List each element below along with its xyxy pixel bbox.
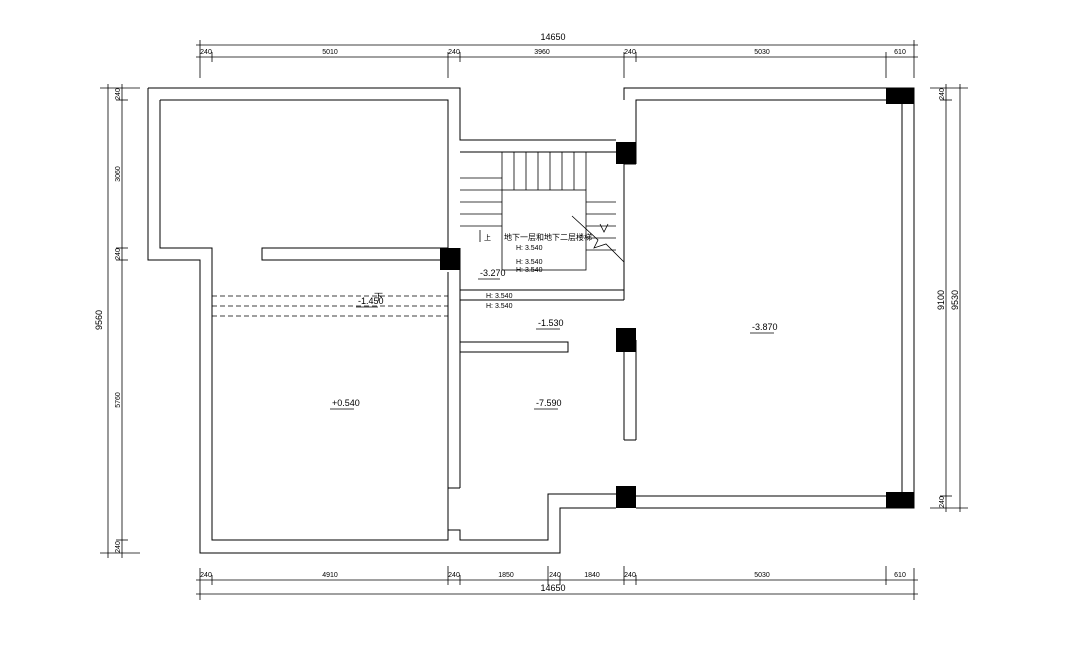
column-4 xyxy=(616,486,636,508)
top-dim-4: 3960 xyxy=(534,49,550,56)
right-total-dimension: 9530 xyxy=(950,290,960,310)
level-marks: -1.450 下 +0.540 -3.270 -1.530 -7.590 -3.… xyxy=(330,268,778,410)
bottom-dim-4: 1850 xyxy=(498,572,514,579)
column-5 xyxy=(886,88,914,104)
top-dim-2: 5010 xyxy=(322,49,338,56)
bottom-dimension-chain: 240 4910 240 1850 240 1840 240 5030 610 … xyxy=(196,566,918,600)
stair-sub-e: H: 3.540 xyxy=(486,303,513,310)
bottom-dim-8: 5030 xyxy=(754,572,770,579)
stair-sub-d: H: 3.540 xyxy=(486,293,513,300)
bottom-dim-9: 610 xyxy=(894,572,906,579)
bottom-dim-3: 240 xyxy=(448,572,460,579)
level-left-lower: +0.540 xyxy=(332,398,360,408)
level-center-lower: -7.590 xyxy=(536,398,562,408)
downstair-label: 下 xyxy=(374,292,383,302)
left-room-walls xyxy=(147,87,616,554)
stair-sub-c: H: 3.540 xyxy=(516,267,543,274)
top-total-dimension: 14650 xyxy=(540,32,565,42)
right-dim-2: 240 xyxy=(939,496,946,508)
stair-sub-a: H: 3.540 xyxy=(516,245,543,252)
top-dim-7: 610 xyxy=(894,49,906,56)
left-dim-3: 240 xyxy=(115,248,122,260)
right-dim-1: 240 xyxy=(939,88,946,100)
stair-note: 地下一层和地下二层楼梯 xyxy=(504,232,592,242)
bottom-dim-6: 1840 xyxy=(584,572,600,579)
bottom-total-dimension: 14650 xyxy=(540,583,565,593)
level-left-upper: -1.450 xyxy=(358,296,384,306)
column-1 xyxy=(440,248,460,270)
beam-dashed-lines xyxy=(212,295,448,317)
level-center-mid: -1.530 xyxy=(538,318,564,328)
bottom-dim-2: 4910 xyxy=(322,572,338,579)
bottom-dim-1: 240 xyxy=(200,572,212,579)
top-dim-5: 240 xyxy=(624,49,636,56)
left-dim-5: 240 xyxy=(115,541,122,553)
column-6 xyxy=(886,492,914,508)
stair-sub-b: H: 3.540 xyxy=(516,259,543,266)
column-3 xyxy=(616,328,636,352)
right-inner-dimension: 9100 xyxy=(936,290,946,310)
structural-columns xyxy=(440,88,914,508)
bottom-dim-7: 240 xyxy=(624,572,636,579)
top-dimension-chain: 14650 240 5010 240 3960 240 5030 610 xyxy=(196,32,918,78)
top-dim-1: 240 xyxy=(200,49,212,56)
left-dim-1: 240 xyxy=(115,88,122,100)
stair-treads xyxy=(460,152,625,271)
left-dim-4: 5760 xyxy=(115,392,122,408)
left-dim-2: 3060 xyxy=(115,166,122,182)
left-dimension-chain: 9560 240 3060 240 5760 240 xyxy=(94,84,140,558)
bottom-dim-5: 240 xyxy=(549,572,561,579)
stair-up-mark: 上 xyxy=(484,233,491,242)
top-dim-3: 240 xyxy=(448,49,460,56)
right-room-walls xyxy=(623,87,915,509)
level-right: -3.870 xyxy=(752,322,778,332)
column-2 xyxy=(616,142,636,164)
top-dim-6: 5030 xyxy=(754,49,770,56)
level-center-upper: -3.270 xyxy=(480,268,506,278)
left-total-dimension: 9560 xyxy=(94,310,104,330)
right-dimension-chain: 240 9100 9530 240 xyxy=(930,84,968,512)
